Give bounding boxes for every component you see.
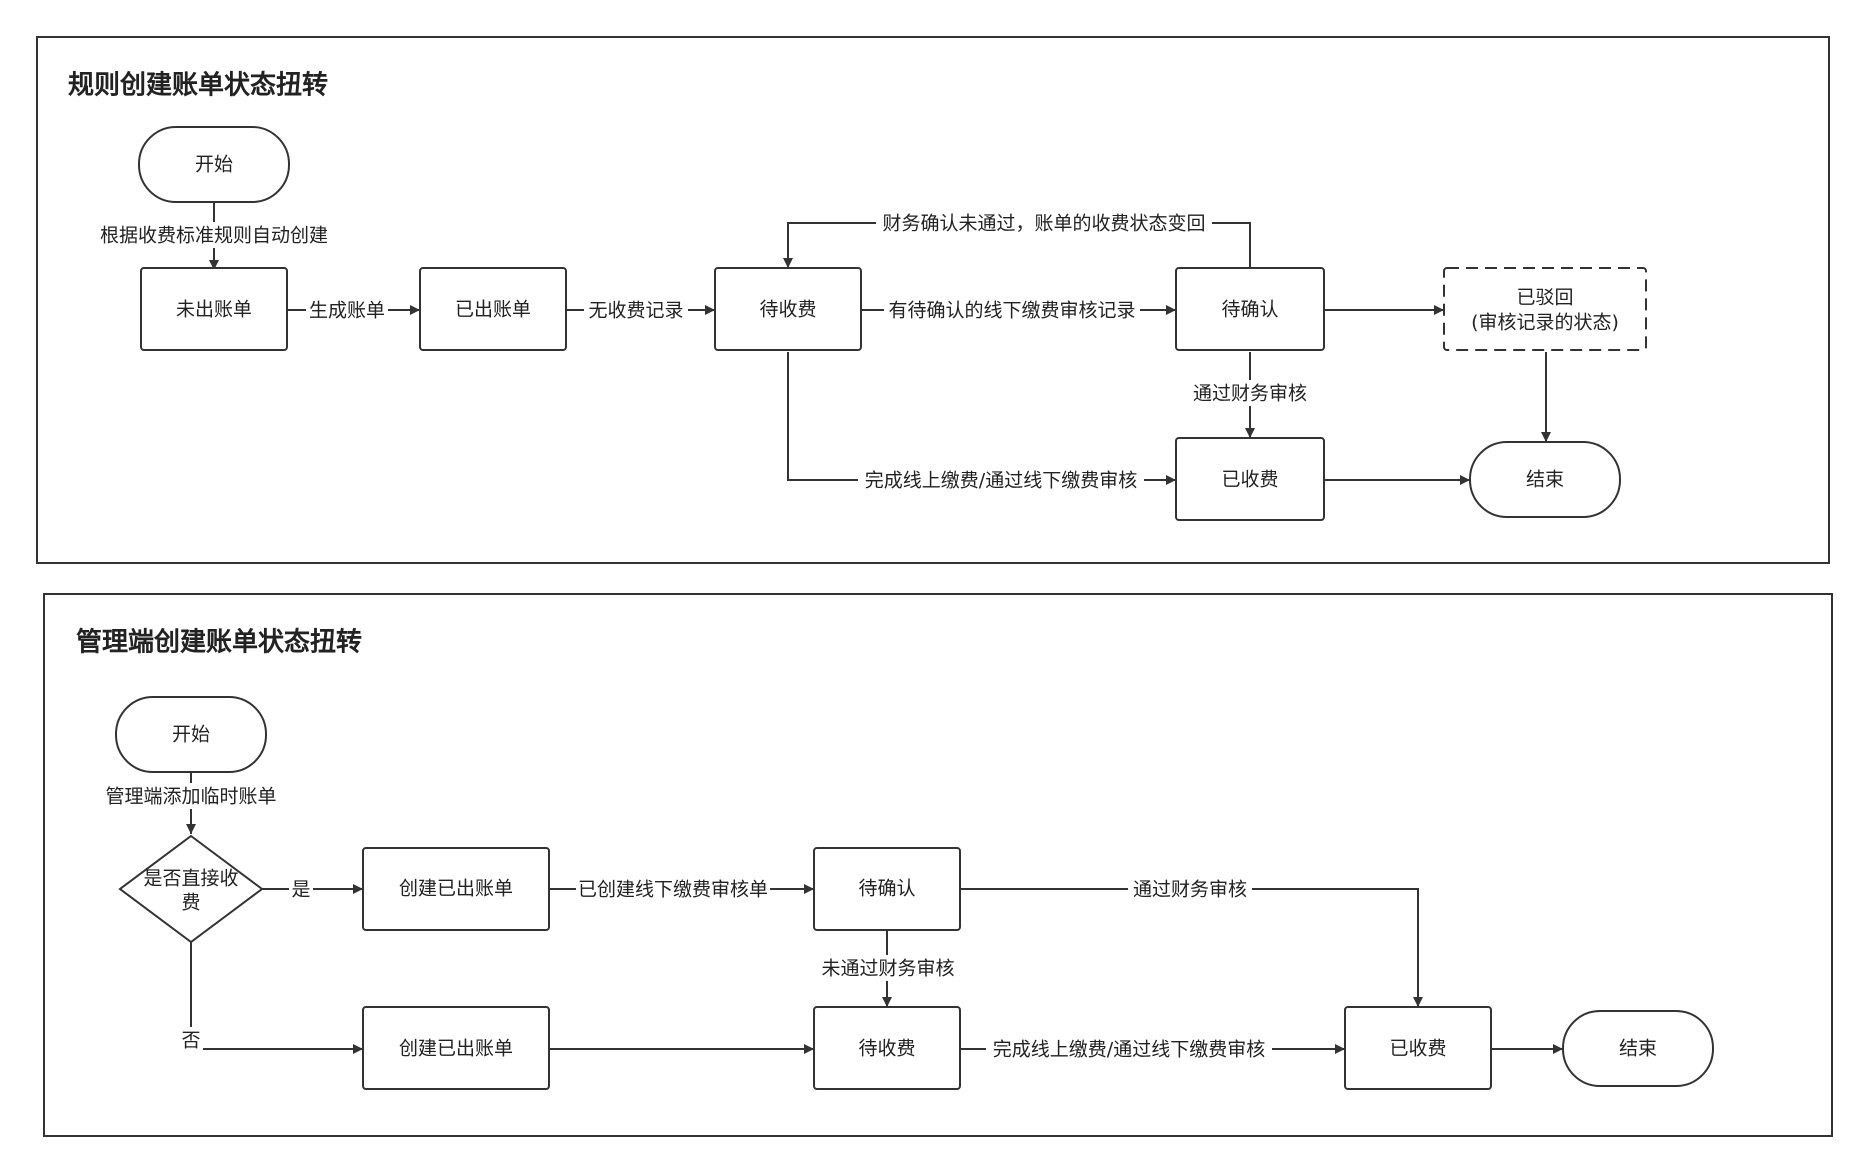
node-rejected-label: 已驳回	[1516, 287, 1573, 309]
node-pending-payment: 待收费	[714, 267, 862, 351]
edge2-label-no: 否	[181, 1030, 200, 1052]
edge2-label-yes: 是	[291, 879, 310, 901]
edge2-label-finance-not-passed: 未通过财务审核	[821, 958, 954, 980]
node-unbilled-label: 未出账单	[176, 299, 252, 321]
edge-label-generate-bill: 生成账单	[309, 300, 385, 322]
node-rejected: 已驳回 (审核记录的状态)	[1443, 267, 1647, 351]
node2-decision-label-cont: 费	[181, 892, 200, 914]
node2-start-label: 开始	[172, 724, 210, 746]
node2-pending-confirm: 待确认	[813, 847, 961, 931]
node2-pending-confirm-label: 待确认	[858, 878, 915, 900]
diagram1-title: 规则创建账单状态扭转	[68, 70, 328, 101]
node-paid: 已收费	[1175, 437, 1325, 521]
node-unbilled: 未出账单	[140, 267, 288, 351]
node2-end: 结束	[1562, 1010, 1714, 1087]
node2-pending-payment: 待收费	[813, 1006, 961, 1090]
edge-label-finance-rejected: 财务确认未通过，账单的收费状态变回	[882, 213, 1205, 235]
node-start-label: 开始	[195, 154, 233, 176]
node-billed: 已出账单	[419, 267, 567, 351]
diagram-admin-created-bill: 管理端创建账单状态扭转 管理端添加临时账单 是 否 已创建线下缴费审核单 通过财…	[43, 593, 1833, 1137]
edge2-label-created-offline: 已创建线下缴费审核单	[578, 879, 768, 901]
node2-decision: 是否直接收 费	[118, 834, 264, 944]
node-paid-label: 已收费	[1221, 469, 1278, 491]
node2-create-billed-no-label: 创建已出账单	[399, 1038, 513, 1060]
diagram2-title: 管理端创建账单状态扭转	[76, 627, 362, 658]
edge-label-has-offline-record: 有待确认的线下缴费审核记录	[888, 300, 1135, 322]
node-end-label: 结束	[1526, 469, 1564, 491]
node-pending-payment-label: 待收费	[759, 299, 816, 321]
diagram-rule-created-bill: 规则创建账单状态扭转 根据收费标准规则自动创建 生成账单 无收费记录 有待确认的…	[36, 36, 1830, 564]
node2-decision-label: 是否直接收	[143, 868, 238, 890]
edge-label-no-payment-record: 无收费记录	[588, 300, 683, 322]
edge2-pending-confirm-to-paid	[960, 888, 1423, 1007]
node2-pending-payment-label: 待收费	[858, 1038, 915, 1060]
node2-create-billed-yes: 创建已出账单	[362, 847, 550, 931]
edge2-label-online-or-offline-paid: 完成线上缴费/通过线下缴费审核	[993, 1039, 1265, 1061]
node-rejected-sublabel: (审核记录的状态)	[1471, 312, 1619, 334]
edge-label-auto-create: 根据收费标准规则自动创建	[100, 225, 328, 247]
node2-create-billed-yes-label: 创建已出账单	[399, 878, 513, 900]
node2-paid: 已收费	[1344, 1006, 1492, 1090]
edge-label-finance-passed: 通过财务审核	[1193, 383, 1307, 405]
node2-end-label: 结束	[1619, 1038, 1657, 1060]
node2-create-billed-no: 创建已出账单	[362, 1006, 550, 1090]
node-start: 开始	[138, 126, 290, 203]
edge2-label-admin-add: 管理端添加临时账单	[105, 786, 276, 808]
node2-paid-label: 已收费	[1389, 1038, 1446, 1060]
node-pending-confirm: 待确认	[1175, 267, 1325, 351]
node-billed-label: 已出账单	[455, 299, 531, 321]
edge2-label-finance-passed: 通过财务审核	[1133, 879, 1247, 901]
edge-label-online-or-offline-paid: 完成线上缴费/通过线下缴费审核	[865, 470, 1137, 492]
node-pending-confirm-label: 待确认	[1221, 299, 1278, 321]
node2-start: 开始	[115, 696, 267, 773]
node-end: 结束	[1469, 441, 1621, 518]
